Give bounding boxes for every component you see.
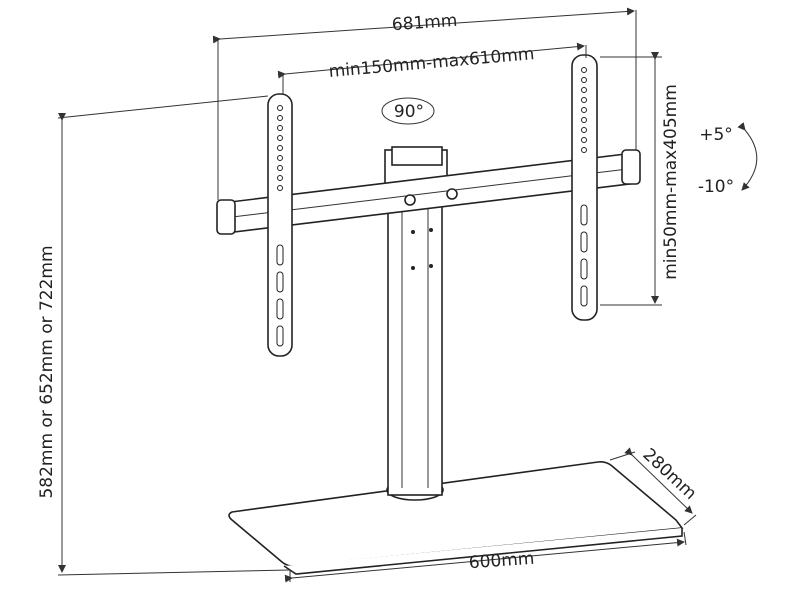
tilt-up-label: +5° (699, 125, 733, 145)
base-width-label: 600mm (468, 549, 535, 574)
dimension-lines (57, 7, 758, 583)
left-bracket (267, 93, 293, 357)
overall-width-label: 681mm (391, 11, 458, 36)
vesa-horizontal-label: min150mm-max610mm (328, 44, 535, 82)
crossbar (216, 149, 641, 235)
column (384, 146, 448, 496)
height-label: 582mm or 652mm or 722mm (37, 245, 57, 498)
right-bracket (571, 54, 598, 321)
rotation-label: 90° (394, 102, 424, 122)
base-plate (228, 461, 684, 575)
tilt-down-label: -10° (698, 177, 734, 197)
vesa-vertical-label: min50mm-max405mm (661, 84, 681, 280)
base-depth-label: 280mm (639, 445, 701, 504)
